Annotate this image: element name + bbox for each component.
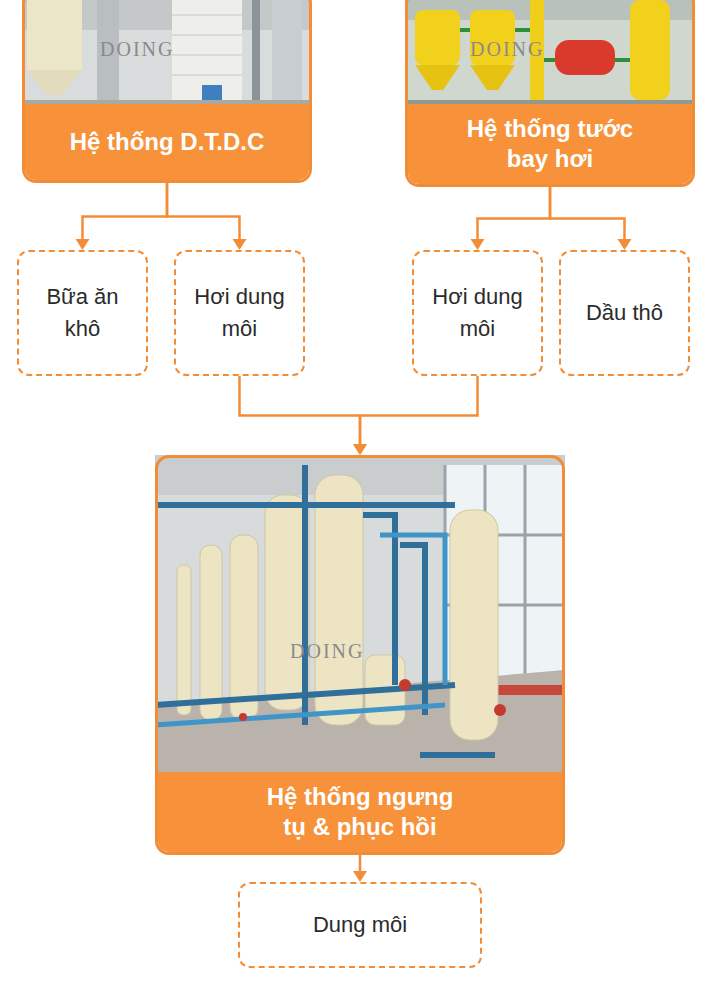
label-band: Hệ thống tước bay hơi	[408, 104, 692, 184]
flow-arrow	[240, 376, 368, 455]
process-panel: Hệ thống tước bay hơi	[405, 0, 695, 187]
output-box: Dung môi	[238, 882, 482, 968]
flow-arrow	[550, 187, 632, 250]
node-label: Hệ thống D.T.D.C	[70, 127, 265, 157]
watermark: DOING	[470, 38, 544, 61]
output-box: Bữa ăn khô	[17, 250, 148, 376]
node-label: Hệ thống tước bay hơi	[450, 114, 650, 174]
label-band: Hệ thống ngưng tụ & phục hồi	[158, 772, 562, 852]
output-box: Hơi dung môi	[174, 250, 305, 376]
flow-arrow	[167, 183, 247, 250]
node-label: Hơi dung môi	[424, 281, 531, 345]
plant-photo	[155, 455, 565, 777]
node-label: Dung môi	[313, 909, 407, 941]
flow-arrow	[353, 855, 367, 882]
node-label: Dầu thô	[586, 297, 663, 329]
process-panel: Hệ thống D.T.D.C	[22, 0, 312, 183]
node-label: Bữa ăn khô	[29, 281, 136, 345]
flow-arrow	[353, 376, 478, 455]
node-label: Hơi dung môi	[186, 281, 293, 345]
output-box: Dầu thô	[559, 250, 690, 376]
flow-arrow	[471, 187, 551, 250]
watermark: DOING	[100, 38, 174, 61]
watermark: DOING	[290, 640, 364, 663]
node-label: Hệ thống ngưng tụ & phục hồi	[260, 782, 460, 842]
label-band: Hệ thống D.T.D.C	[25, 104, 309, 180]
output-box: Hơi dung môi	[412, 250, 543, 376]
plant-photo	[405, 0, 695, 110]
flow-arrow	[76, 183, 168, 250]
